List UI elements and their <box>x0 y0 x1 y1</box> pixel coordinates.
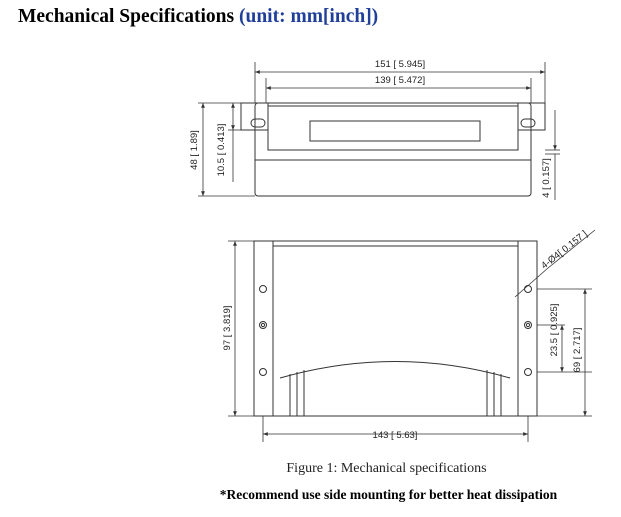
dim-hole-spacing-small: 23.5 [ 0.925] <box>549 304 560 357</box>
dim-body-width: 97 [ 3.819] <box>222 306 233 351</box>
mounting-note: *Recommend use side mounting for better … <box>219 487 558 502</box>
title-main: Mechanical Specifications <box>18 6 235 27</box>
dim-height: 48 [ 1.89] <box>189 130 200 170</box>
dim-mount-pitch-length: 139 [ 5.472] <box>375 75 425 86</box>
title-unit: (unit: mm[inch]) <box>238 6 379 27</box>
dim-base-length: 143 [ 5.63] <box>373 430 418 441</box>
top-view-dimensions <box>198 62 560 200</box>
side-view-dimensions <box>228 229 596 442</box>
dim-hole-diameter: 4-Ø4[ 0.157 ] <box>539 229 589 272</box>
dim-hole-spacing-large: 69 [ 2.717] <box>572 328 583 373</box>
top-view <box>240 102 546 197</box>
dim-overall-length: 151 [ 5.945] <box>375 59 425 70</box>
figure-caption: Figure 1: Mechanical specifications <box>286 461 487 476</box>
dim-flange-offset: 10.5 [ 0.413] <box>216 124 227 177</box>
page-title: Mechanical Specifications (unit: mm[inch… <box>18 6 378 28</box>
dim-flange-thickness: 4 [ 0.157] <box>541 158 552 198</box>
side-view <box>253 240 538 417</box>
